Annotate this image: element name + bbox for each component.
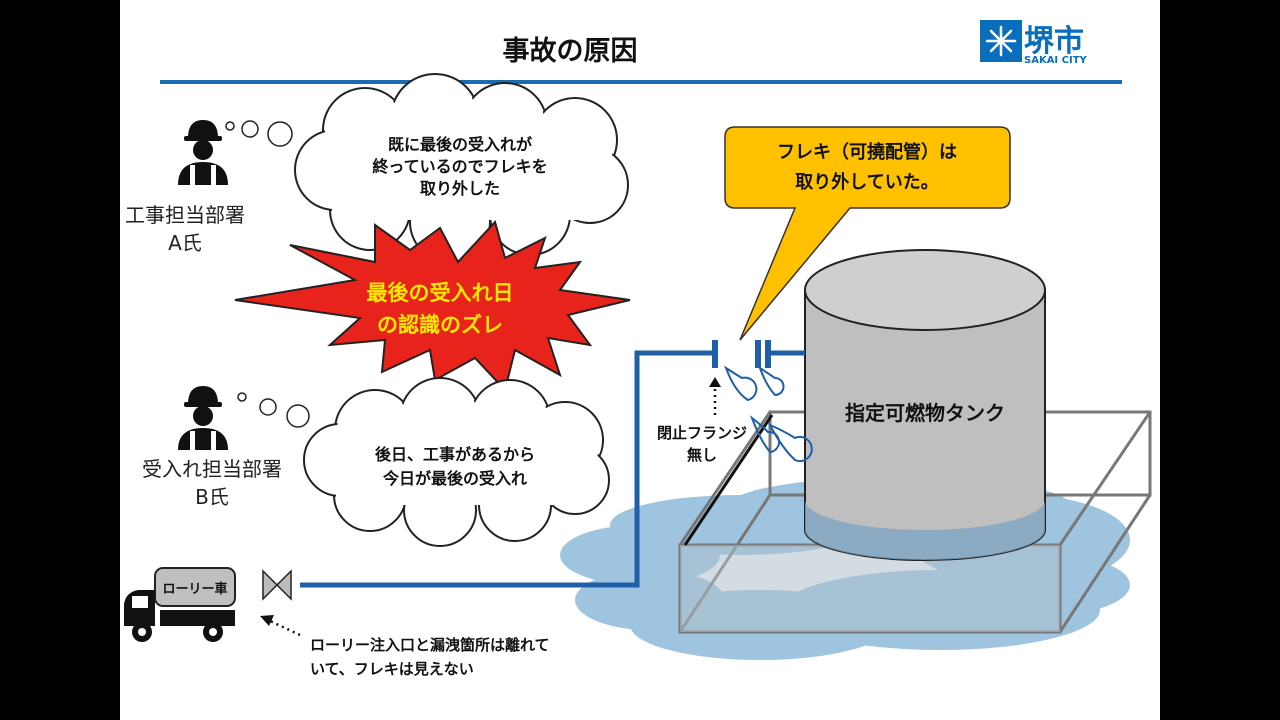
thought-b-line1: 後日、工事があるから <box>375 445 535 464</box>
flange-label-line1: 閉止フランジ <box>657 424 747 442</box>
thought-a-line3: 取り外した <box>420 179 500 198</box>
logo-subtitle: SAKAI CITY <box>1024 55 1088 66</box>
page-title: 事故の原因 <box>503 36 638 67</box>
thought-dots-b <box>237 392 310 428</box>
flanges <box>712 340 771 368</box>
flange-label-line2: 無し <box>687 446 717 464</box>
tank-ladder <box>683 414 774 546</box>
sakai-city-logo: 堺市 SAKAI CITY <box>980 20 1088 66</box>
tank-label: 指定可燃物タンク <box>845 401 1005 425</box>
flex-pipe-callout: フレキ（可撓配管）は 取り外していた。 <box>724 126 1011 341</box>
burst-line2: の認識のズレ <box>377 313 503 337</box>
slide: 事故の原因 堺市 SAKAI CITY 工事担当部署 A氏 <box>120 0 1160 720</box>
worker-a-name: A氏 <box>168 231 202 255</box>
flange-arrow <box>709 377 721 415</box>
dike-front-wall <box>680 545 1060 632</box>
flammable-tank: 指定可燃物タンク <box>804 249 1046 561</box>
callout-line1: フレキ（可撓配管）は <box>777 141 957 163</box>
diagram: 事故の原因 堺市 SAKAI CITY 工事担当部署 A氏 <box>124 20 1152 678</box>
truck-label: ローリー車 <box>162 581 227 597</box>
thought-dots-a <box>225 120 293 147</box>
worker-a-icon <box>178 120 228 185</box>
burst-line1: 最後の受入れ日 <box>367 281 514 305</box>
pipe <box>300 350 805 588</box>
thought-cloud-b: 後日、工事があるから 今日が最後の受入れ <box>303 377 610 547</box>
lorry-note-line2: いて、フレキは見えない <box>310 660 474 678</box>
callout-line2: 取り外していた。 <box>795 171 938 193</box>
thought-a-line2: 終っているのでフレキを <box>372 157 547 176</box>
worker-b-name: B氏 <box>195 485 229 509</box>
thought-cloud-a: 既に最後の受入れが 終っているのでフレキを 取り外した <box>294 73 629 263</box>
lorry-note-line1: ローリー注入口と漏洩箇所は離れて <box>310 636 550 654</box>
lorry-note-arrow <box>260 615 301 637</box>
worker-b-icon <box>178 386 228 450</box>
thought-a-line1: 既に最後の受入れが <box>388 135 532 154</box>
title-rule <box>160 80 1122 84</box>
thought-b-line2: 今日が最後の受入れ <box>382 469 527 488</box>
worker-b-dept: 受入れ担当部署 <box>142 457 282 481</box>
logo-name: 堺市 <box>1024 24 1084 59</box>
recognition-gap-burst: 最後の受入れ日 の認識のズレ <box>234 220 631 393</box>
valve-icon <box>262 569 292 601</box>
tanker-truck-icon: ローリー車 <box>124 567 236 642</box>
worker-a-dept: 工事担当部署 <box>125 203 245 227</box>
leak-droplets <box>723 365 813 462</box>
